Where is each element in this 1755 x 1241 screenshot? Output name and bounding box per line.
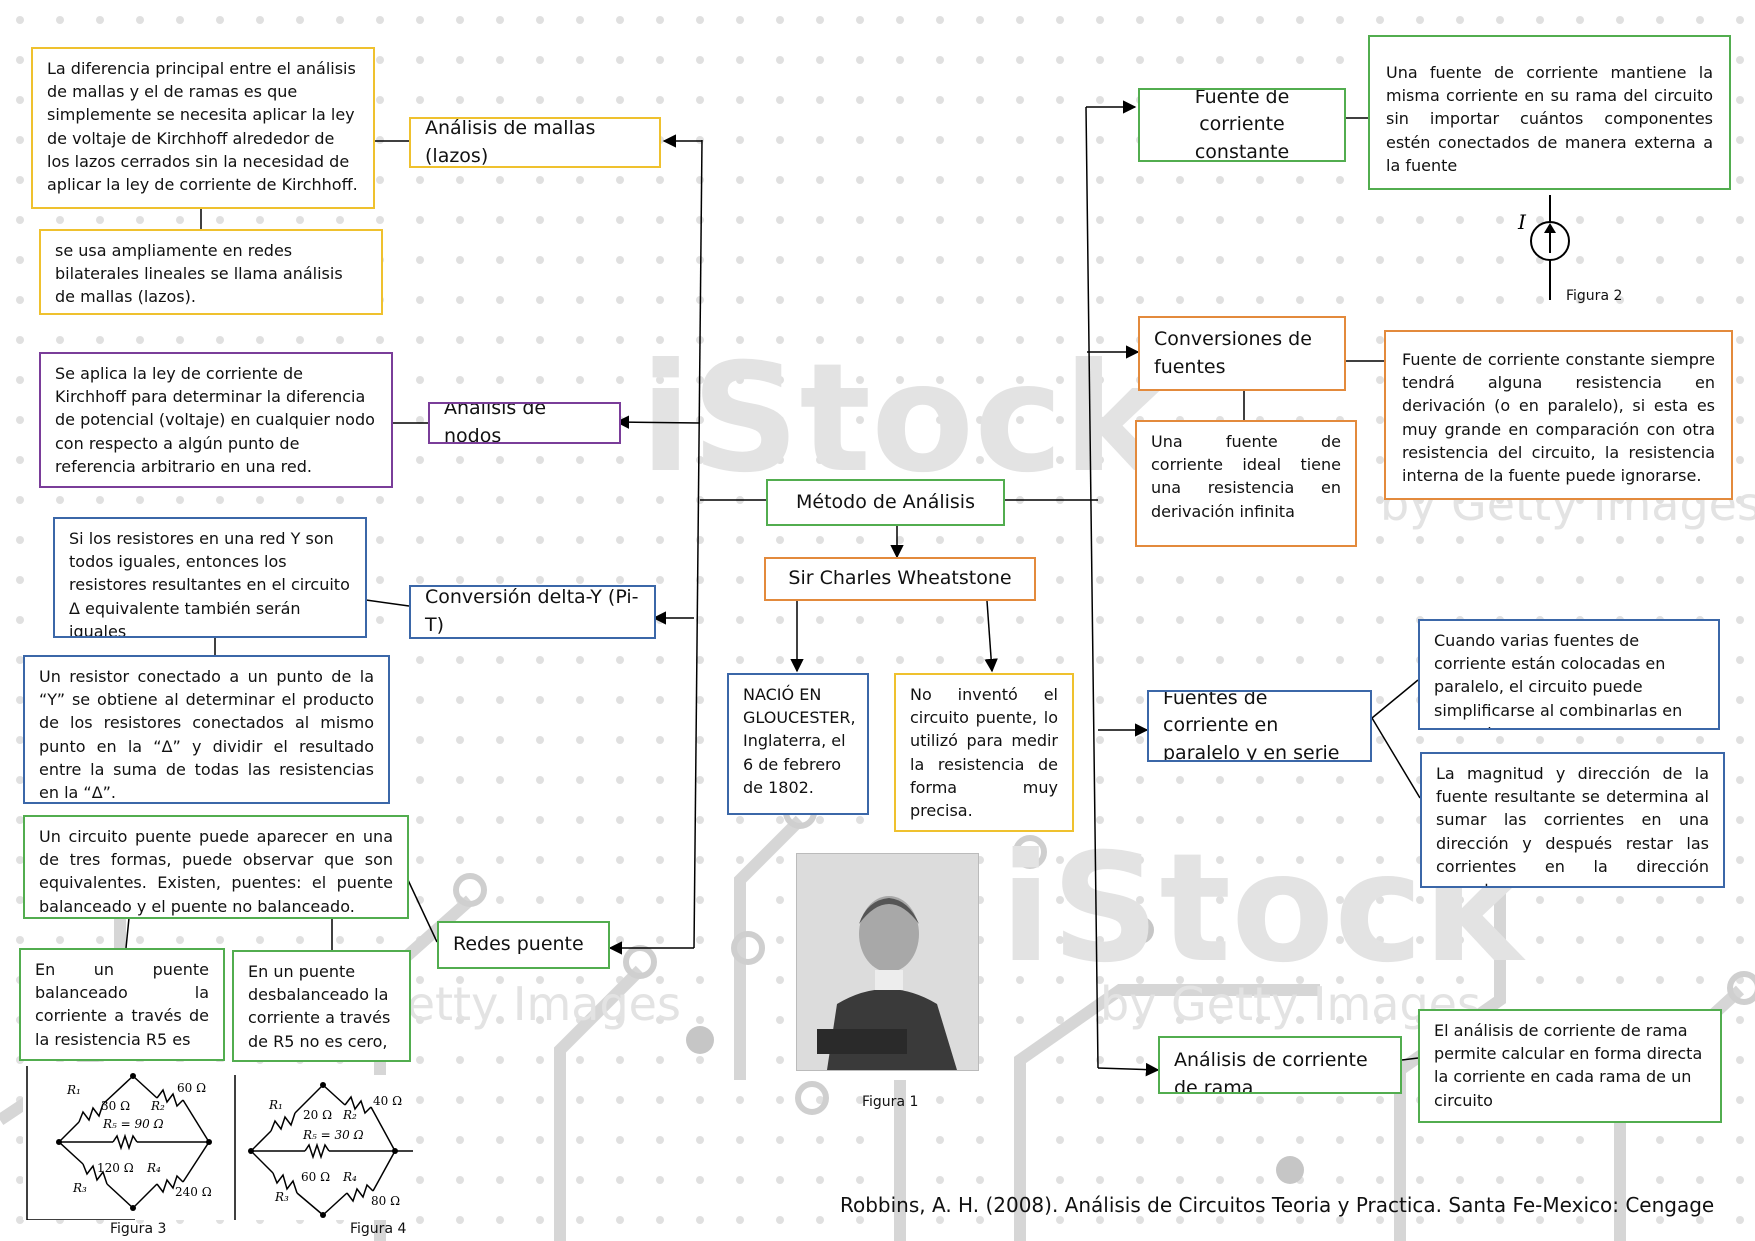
delta-node: Conversión delta-Y (Pi-T) [409, 585, 656, 639]
wheatstone-label: Sir Charles Wheatstone [788, 567, 1012, 590]
center-node-label: Método de Análisis [796, 490, 975, 513]
mallas-desc-2: se usa ampliamente en redes bilaterales … [39, 229, 383, 315]
figure4-r2-label: R₂ [342, 1108, 357, 1122]
puente-node: Redes puente [437, 921, 610, 969]
figure4-r4-label: R₄ [342, 1170, 357, 1184]
figure3-r2-value: 60 Ω [177, 1081, 206, 1095]
mallas-desc-2-text: se usa ampliamente en redes bilaterales … [55, 241, 343, 307]
figure3-r4-value: 240 Ω [175, 1185, 212, 1199]
figure3-r5-label: R₅ = 90 Ω [102, 1117, 164, 1131]
puente-unbalanced: En un puente desbalanceado la corriente … [232, 950, 411, 1062]
fuente-constante-node: Fuente de corriente constante [1138, 88, 1346, 162]
paralelo-node: Fuentes de corriente en paralelo y en se… [1147, 690, 1372, 762]
paralelo-desc-1: Cuando varias fuentes de corriente están… [1418, 619, 1720, 730]
rama-desc-text: El análisis de corriente de rama permite… [1434, 1021, 1703, 1110]
fuente-constante-desc-text: Una fuente de corriente mantiene la mism… [1386, 63, 1713, 175]
wheatstone-note-box: No inventó el circuito puente, lo utiliz… [894, 673, 1074, 832]
delta-desc-2: Un resistor conectado a un punto de la “… [23, 655, 390, 804]
conversiones-desc-1-text: Fuente de corriente constante siempre te… [1402, 350, 1715, 485]
figure4-r4-value: 80 Ω [371, 1194, 400, 1208]
puente-desc: Un circuito puente puede aparecer en una… [23, 815, 409, 919]
paralelo-desc-1-text: Cuando varias fuentes de corriente están… [1434, 631, 1683, 728]
watermark-getty: by Getty Images [1100, 977, 1481, 1031]
wheatstone-born-box: NACIÓ EN GLOUCESTER, Inglaterra, el 6 de… [727, 673, 869, 815]
conversiones-desc-2-text: Una fuente de corriente ideal tiene una … [1151, 432, 1341, 521]
rama-label: Análisis de corriente de rama [1174, 1049, 1368, 1094]
paralelo-desc-2: La magnitud y dirección de la fuente res… [1420, 752, 1725, 888]
delta-desc-1: Si los resistores en una red Y son todos… [53, 517, 367, 638]
paralelo-desc-2-text: La magnitud y dirección de la fuente res… [1436, 764, 1709, 886]
figure3-r3-value: 120 Ω [97, 1161, 134, 1175]
figure3-caption: Figura 3 [110, 1221, 167, 1237]
figure4-r3-value: 60 Ω [301, 1170, 330, 1184]
conversiones-node: Conversiones de fuentes [1138, 316, 1346, 391]
puente-unbalanced-text: En un puente desbalanceado la corriente … [248, 962, 391, 1051]
figure4-bridge-circuit: R₁ 20 Ω R₂ 40 Ω R₅ = 30 Ω R₃ 60 Ω R₄ 80 … [231, 1075, 413, 1220]
figure2-current-source: I [1517, 195, 1570, 300]
figure3-bridge-circuit: R₁ 30 Ω R₂ 60 Ω R₅ = 90 Ω R₃ 120 Ω R₄ 24… [23, 1062, 231, 1220]
delta-label: Conversión delta-Y (Pi-T) [425, 586, 639, 636]
puente-balanced: En un puente balanceado la corriente a t… [19, 948, 225, 1061]
puente-balanced-text: En un puente balanceado la corriente a t… [35, 960, 209, 1049]
puente-label: Redes puente [453, 933, 584, 956]
wheatstone-node: Sir Charles Wheatstone [764, 557, 1036, 601]
figure4-caption: Figura 4 [350, 1221, 407, 1237]
puente-desc-text: Un circuito puente puede aparecer en una… [39, 827, 393, 916]
watermark-istock: iStock [640, 332, 1166, 506]
figure4-r2-value: 40 Ω [373, 1094, 402, 1108]
figure2-symbol-label: I [1517, 210, 1527, 234]
figure4-r1-label: R₁ [268, 1098, 283, 1112]
figure1-caption: Figura 1 [862, 1094, 919, 1110]
figure3-r2-label: R₂ [150, 1099, 165, 1113]
figure3-r1-label: R₁ [66, 1083, 81, 1097]
rama-desc: El análisis de corriente de rama permite… [1418, 1009, 1722, 1123]
figure4-r5-label: R₅ = 30 Ω [302, 1128, 364, 1142]
mallas-desc-1: La diferencia principal entre el análisi… [31, 47, 375, 209]
wheatstone-portrait [796, 853, 979, 1071]
fuente-constante-desc: Una fuente de corriente mantiene la mism… [1368, 35, 1731, 190]
rama-node: Análisis de corriente de rama [1158, 1036, 1402, 1094]
figure3-r4-label: R₄ [146, 1161, 161, 1175]
figure4-r1-value: 20 Ω [303, 1108, 332, 1122]
nodos-desc: Se aplica la ley de corriente de Kirchho… [39, 352, 393, 488]
figure3-r3-label: R₃ [72, 1181, 87, 1195]
nodos-desc-text: Se aplica la ley de corriente de Kirchho… [55, 364, 375, 476]
figure4-r3-label: R₃ [274, 1190, 289, 1204]
conversiones-label: Conversiones de fuentes [1154, 327, 1312, 378]
paralelo-label: Fuentes de corriente en paralelo y en se… [1163, 690, 1340, 762]
wheatstone-note-text: No inventó el circuito puente, lo utiliz… [910, 685, 1058, 820]
figure3-r1-value: 30 Ω [101, 1099, 130, 1113]
nodos-label: Análisis de nodos [444, 402, 547, 444]
conversiones-desc-1: Fuente de corriente constante siempre te… [1384, 330, 1733, 500]
mallas-node: Análisis de mallas (lazos) [409, 117, 661, 168]
center-node: Método de Análisis [766, 479, 1005, 526]
mallas-label: Análisis de mallas (lazos) [425, 117, 596, 167]
delta-desc-1-text: Si los resistores en una red Y son todos… [69, 529, 350, 638]
bibliographic-reference: Robbins, A. H. (2008). Análisis de Circu… [840, 1193, 1715, 1217]
wheatstone-born-text: NACIÓ EN GLOUCESTER, Inglaterra, el 6 de… [743, 685, 856, 797]
fuente-constante-label: Fuente de corriente constante [1194, 88, 1290, 162]
conversiones-desc-2: Una fuente de corriente ideal tiene una … [1135, 420, 1357, 547]
mallas-desc-1-text: La diferencia principal entre el análisi… [47, 59, 358, 194]
nodos-node: Análisis de nodos [428, 402, 621, 444]
figure2-caption: Figura 2 [1566, 288, 1623, 304]
delta-desc-2-text: Un resistor conectado a un punto de la “… [39, 667, 374, 802]
